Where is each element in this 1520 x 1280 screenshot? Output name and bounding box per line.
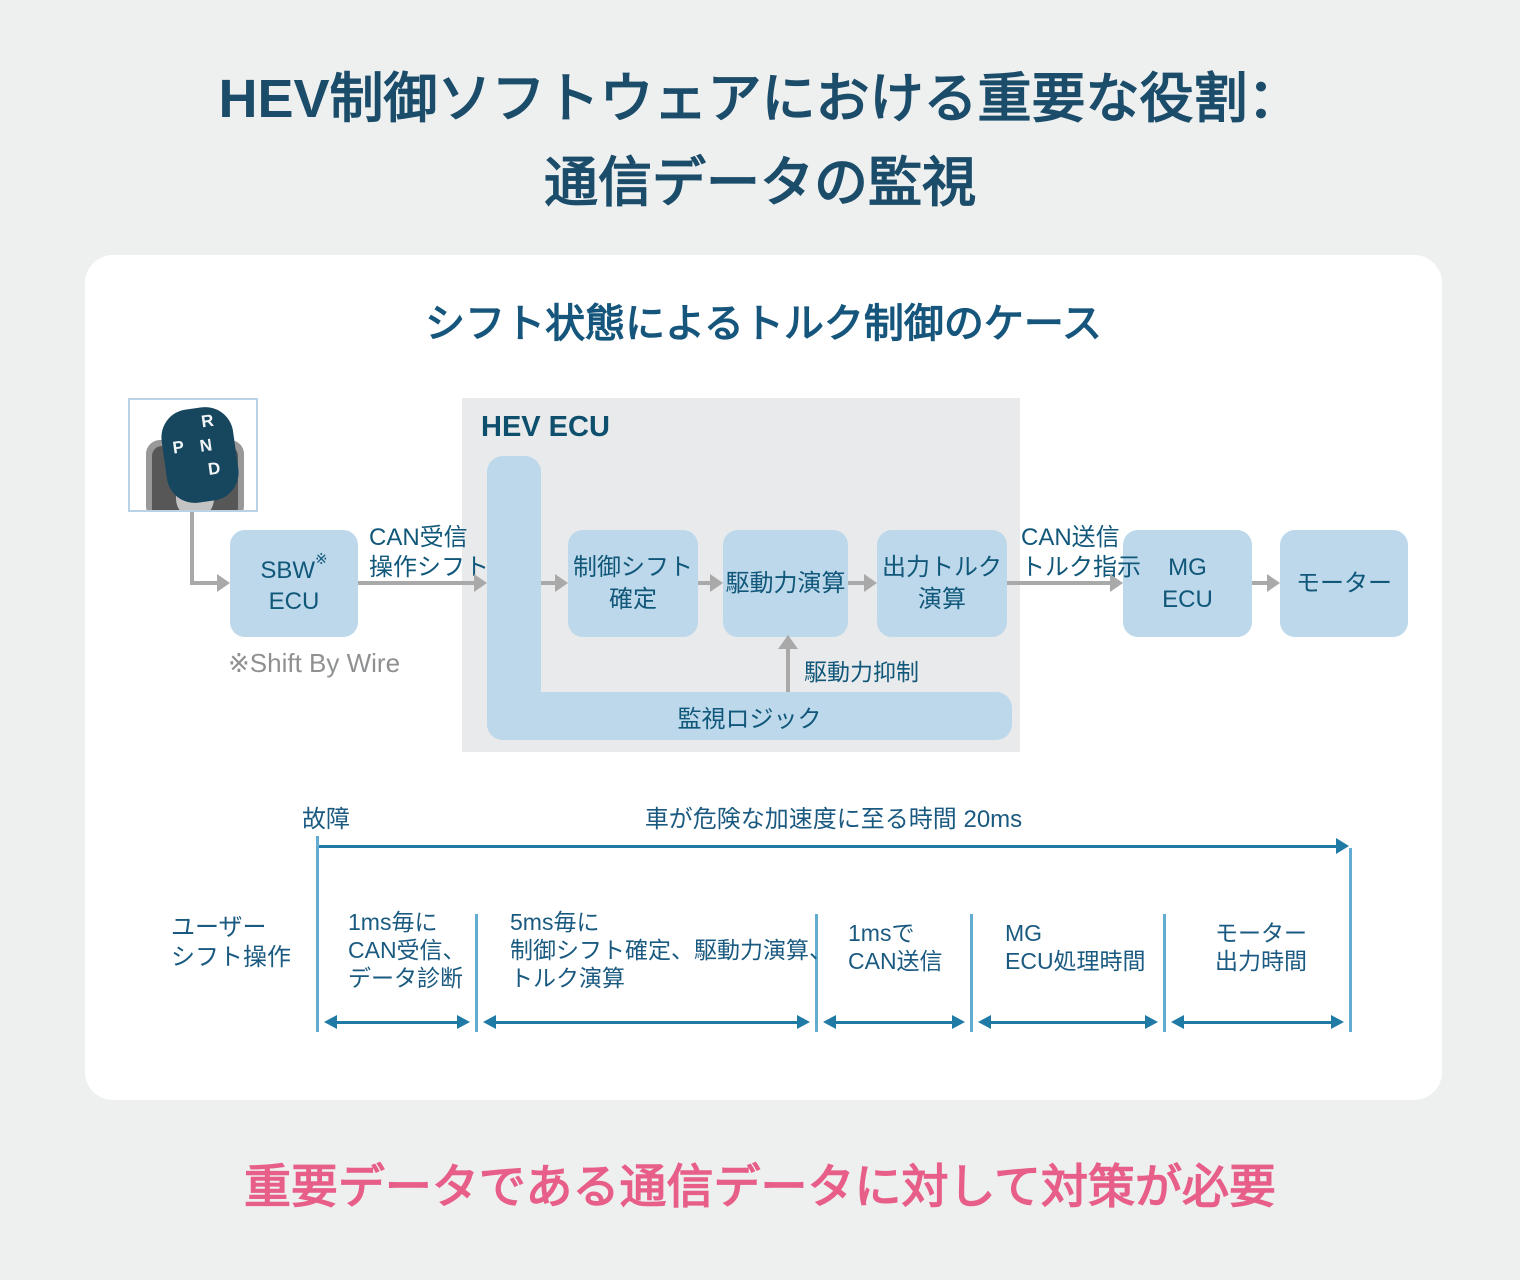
conclusion-text: 重要データである通信データに対して対策が必要 [243, 1160, 1277, 1213]
diagram-card: シフト状態によるトルク制御のケース R P N D SBW※ECU ※Shift… [85, 255, 1442, 1100]
segment-label-2: 5ms毎に 制御シフト確定、駆動力演算、 トルク演算 [510, 909, 832, 991]
segment-label-3: 1msで CAN送信 [848, 920, 943, 974]
user-shift-label: ユーザー シフト操作 [171, 914, 291, 971]
control-shift-box: 制御シフト 確定 [568, 530, 698, 637]
segment-label-1: 1ms毎に CAN受信、 データ診断 [348, 909, 466, 991]
segment-label-4: MG ECU処理時間 [1005, 920, 1146, 974]
timeline-divider-3 [970, 914, 973, 1032]
timeline-start-line [316, 836, 319, 1032]
segment-arrow-4 [978, 1015, 1158, 1029]
sbw-asterisk: ※ [315, 550, 328, 568]
timeline-end-line [1349, 848, 1352, 1032]
shift-letter-r: R [200, 410, 215, 432]
total-time-arrow [317, 845, 1343, 848]
arrow-mg-to-motor-head [1267, 574, 1280, 592]
shift-lever-figure: R P N D [128, 398, 258, 512]
arrow-mg-to-motor [1252, 581, 1269, 585]
segment-arrow-5 [1171, 1015, 1344, 1029]
danger-time-label: 車が危険な加速度に至る時間 20ms [644, 806, 1023, 833]
arrow-control-to-drive-head [710, 574, 723, 592]
sbw-ecu-label: SBW※ECU [260, 550, 328, 615]
arrow-torque-to-mg [1007, 581, 1111, 585]
arrow-shift-to-sbw-head [217, 574, 230, 592]
card-title: シフト状態によるトルク制御のケース [425, 302, 1102, 346]
hev-ecu-title: HEV ECU [481, 411, 610, 443]
page-title: HEV制御ソフトウェアにおける重要な役割： 通信データの監視 [218, 69, 1302, 213]
arrow-control-to-drive [698, 581, 711, 585]
fault-label: 故障 [302, 806, 350, 833]
arrow-suppression-head [778, 635, 798, 649]
arrow-torque-to-mg-head [1110, 574, 1123, 592]
arrow-logic-to-control [541, 581, 557, 585]
segment-label-5: モーター 出力時間 [1215, 920, 1307, 974]
can-tx-label: CAN送信 トルク指示 [1021, 524, 1141, 581]
shift-letter-n: N [198, 435, 214, 456]
timeline-divider-1 [475, 914, 478, 1032]
torque-calc-box: 出力トルク 演算 [877, 530, 1007, 637]
timeline-divider-2 [815, 914, 818, 1032]
shift-letter-p: P [171, 437, 186, 458]
arrow-shift-to-sbw [190, 581, 218, 585]
shift-by-wire-note: ※Shift By Wire [228, 648, 401, 678]
drive-calc-box: 駆動力演算 [723, 530, 848, 637]
arrow-shift-down [190, 512, 194, 585]
sbw-ecu-box: SBW※ECU [230, 530, 358, 637]
arrow-sbw-to-hev-head [474, 574, 487, 592]
can-rx-label: CAN受信 操作シフト [369, 524, 489, 581]
mg-ecu-box: MG ECU [1123, 530, 1252, 637]
monitor-logic-bar: 監視ロジック [487, 692, 1012, 740]
arrow-drive-to-torque-head [864, 574, 877, 592]
arrow-drive-to-torque [848, 581, 865, 585]
arrow-suppression-line [786, 647, 790, 692]
timeline-divider-4 [1163, 914, 1166, 1032]
segment-arrow-2 [483, 1015, 810, 1029]
monitor-logic-label: 監視ロジック [677, 705, 822, 733]
motor-box: モーター [1280, 530, 1408, 637]
total-time-arrow-head [1336, 838, 1349, 854]
arrow-logic-to-control-head [555, 574, 568, 592]
arrow-sbw-to-hev [358, 581, 475, 585]
shift-letter-d: D [206, 458, 222, 479]
segment-arrow-1 [324, 1015, 470, 1029]
segment-arrow-3 [823, 1015, 965, 1029]
suppression-label: 駆動力抑制 [804, 659, 919, 685]
